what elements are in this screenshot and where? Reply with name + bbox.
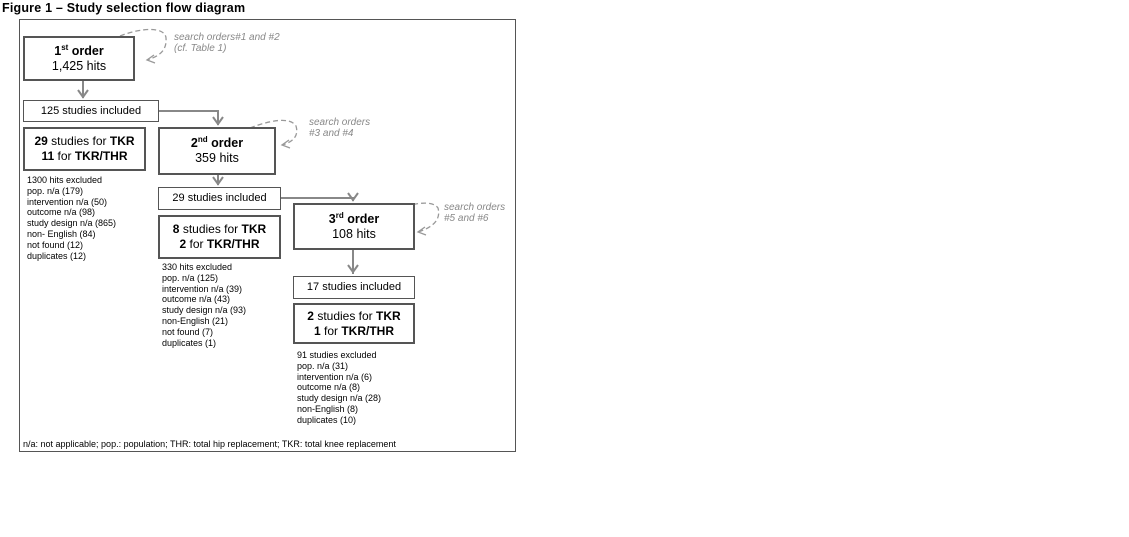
order-2-hits: 359 hits: [195, 151, 239, 165]
excluded-item: intervention n/a (6): [297, 371, 373, 382]
order-2-result-box: 8 studies for TKR 2 for TKR/THR: [158, 215, 281, 259]
order-2-suffix: nd: [197, 134, 208, 144]
tkr-label: TKR: [376, 308, 401, 323]
excluded-item: duplicates (1): [162, 337, 217, 348]
excluded-item: intervention n/a (50): [27, 196, 108, 207]
order-1-box: 1st order 1,425 hits: [23, 36, 135, 81]
excluded-item: non-English (8): [297, 403, 359, 414]
tkr-label: TKR: [241, 222, 267, 236]
excluded-item: study design n/a (93): [162, 305, 247, 316]
order-3-included-box: 17 studies included: [293, 276, 415, 299]
order-1-included-box: 125 studies included: [23, 100, 159, 122]
thr-text: for: [54, 149, 75, 163]
diagram-frame: [19, 19, 516, 452]
excluded-item: duplicates (10): [297, 414, 357, 425]
thr-text: for: [186, 237, 207, 251]
figure-title: Figure 1 – Study selection flow diagram: [2, 1, 246, 15]
tkr-count: 2: [307, 308, 314, 323]
note-line: (cf. Table 1): [174, 43, 227, 54]
excluded-item: duplicates (12): [27, 250, 87, 261]
tkr-count: 29: [34, 134, 48, 148]
arrow-2-to-3: [280, 197, 354, 201]
note-line: search orders: [309, 117, 371, 128]
tkr-count: 8: [172, 222, 180, 236]
thr-label: TKR/THR: [74, 149, 128, 163]
excluded-item: outcome n/a (8): [297, 382, 361, 393]
excluded-item: non-English (21): [162, 315, 229, 326]
order-1-suffix: st: [61, 42, 69, 52]
excluded-item: study design n/a (28): [297, 393, 382, 404]
excluded-item: 91 studies excluded: [297, 350, 377, 360]
thr-count: 1: [313, 323, 321, 338]
order-2-box: 2nd order 359 hits: [158, 127, 276, 175]
thr-text: for: [320, 323, 342, 338]
note-line: search orders: [444, 202, 506, 213]
order-2-included-box: 29 studies included: [158, 187, 281, 210]
thr-count: 11: [41, 149, 55, 163]
order-3-num: 3: [328, 211, 336, 226]
order-2-note: search orders #3 and #4: [309, 117, 370, 139]
tkr-text: studies for: [47, 134, 110, 148]
excluded-item: outcome n/a (43): [162, 294, 231, 305]
excluded-item: pop. n/a (31): [297, 360, 349, 371]
tkr-text: studies for: [179, 222, 242, 236]
thr-count: 2: [179, 237, 187, 251]
order-3-box: 3rd order 108 hits: [293, 203, 415, 250]
order-2-num: 2: [190, 136, 198, 150]
order-2-word: order: [211, 136, 244, 150]
excluded-item: 330 hits excluded: [162, 262, 233, 272]
arrow-1-to-2: [158, 110, 219, 125]
note-line: search orders#1 and #2: [174, 32, 280, 43]
thr-label: TKR/THR: [206, 237, 260, 251]
loop-arrow-2: [249, 119, 298, 146]
excluded-item: 1300 hits excluded: [27, 175, 103, 185]
order-1-result-box: 29 studies for TKR 11 for TKR/THR: [23, 127, 146, 171]
excluded-item: study design n/a (865): [27, 218, 117, 229]
order-1-word: order: [71, 43, 104, 58]
order-3-suffix: rd: [335, 210, 344, 220]
order-3-note: search orders #5 and #6: [444, 202, 505, 224]
order-3-result-box: 2 studies for TKR 1 for TKR/THR: [293, 303, 415, 344]
excluded-item: intervention n/a (39): [162, 283, 243, 294]
note-line: #3 and #4: [309, 128, 354, 139]
order-3-hits: 108 hits: [332, 226, 376, 241]
order-3-word: order: [347, 211, 380, 226]
order-1-num: 1: [54, 43, 62, 58]
thr-label: TKR/THR: [341, 323, 395, 338]
excluded-item: outcome n/a (98): [27, 207, 96, 218]
loop-arrow-1: [119, 28, 167, 61]
tkr-text: studies for: [313, 308, 377, 323]
order-1-hits: 1,425 hits: [51, 58, 107, 73]
order-1-note: search orders#1 and #2 (cf. Table 1): [174, 32, 280, 54]
excluded-item: non- English (84): [27, 228, 96, 239]
footnote: n/a: not applicable; pop.: population; T…: [23, 439, 396, 449]
excluded-item: pop. n/a (179): [27, 185, 84, 196]
excluded-item: not found (7): [162, 326, 214, 337]
tkr-label: TKR: [109, 134, 135, 148]
note-line: #5 and #6: [444, 213, 489, 224]
excluded-item: pop. n/a (125): [162, 272, 219, 283]
excluded-item: not found (12): [27, 239, 84, 250]
